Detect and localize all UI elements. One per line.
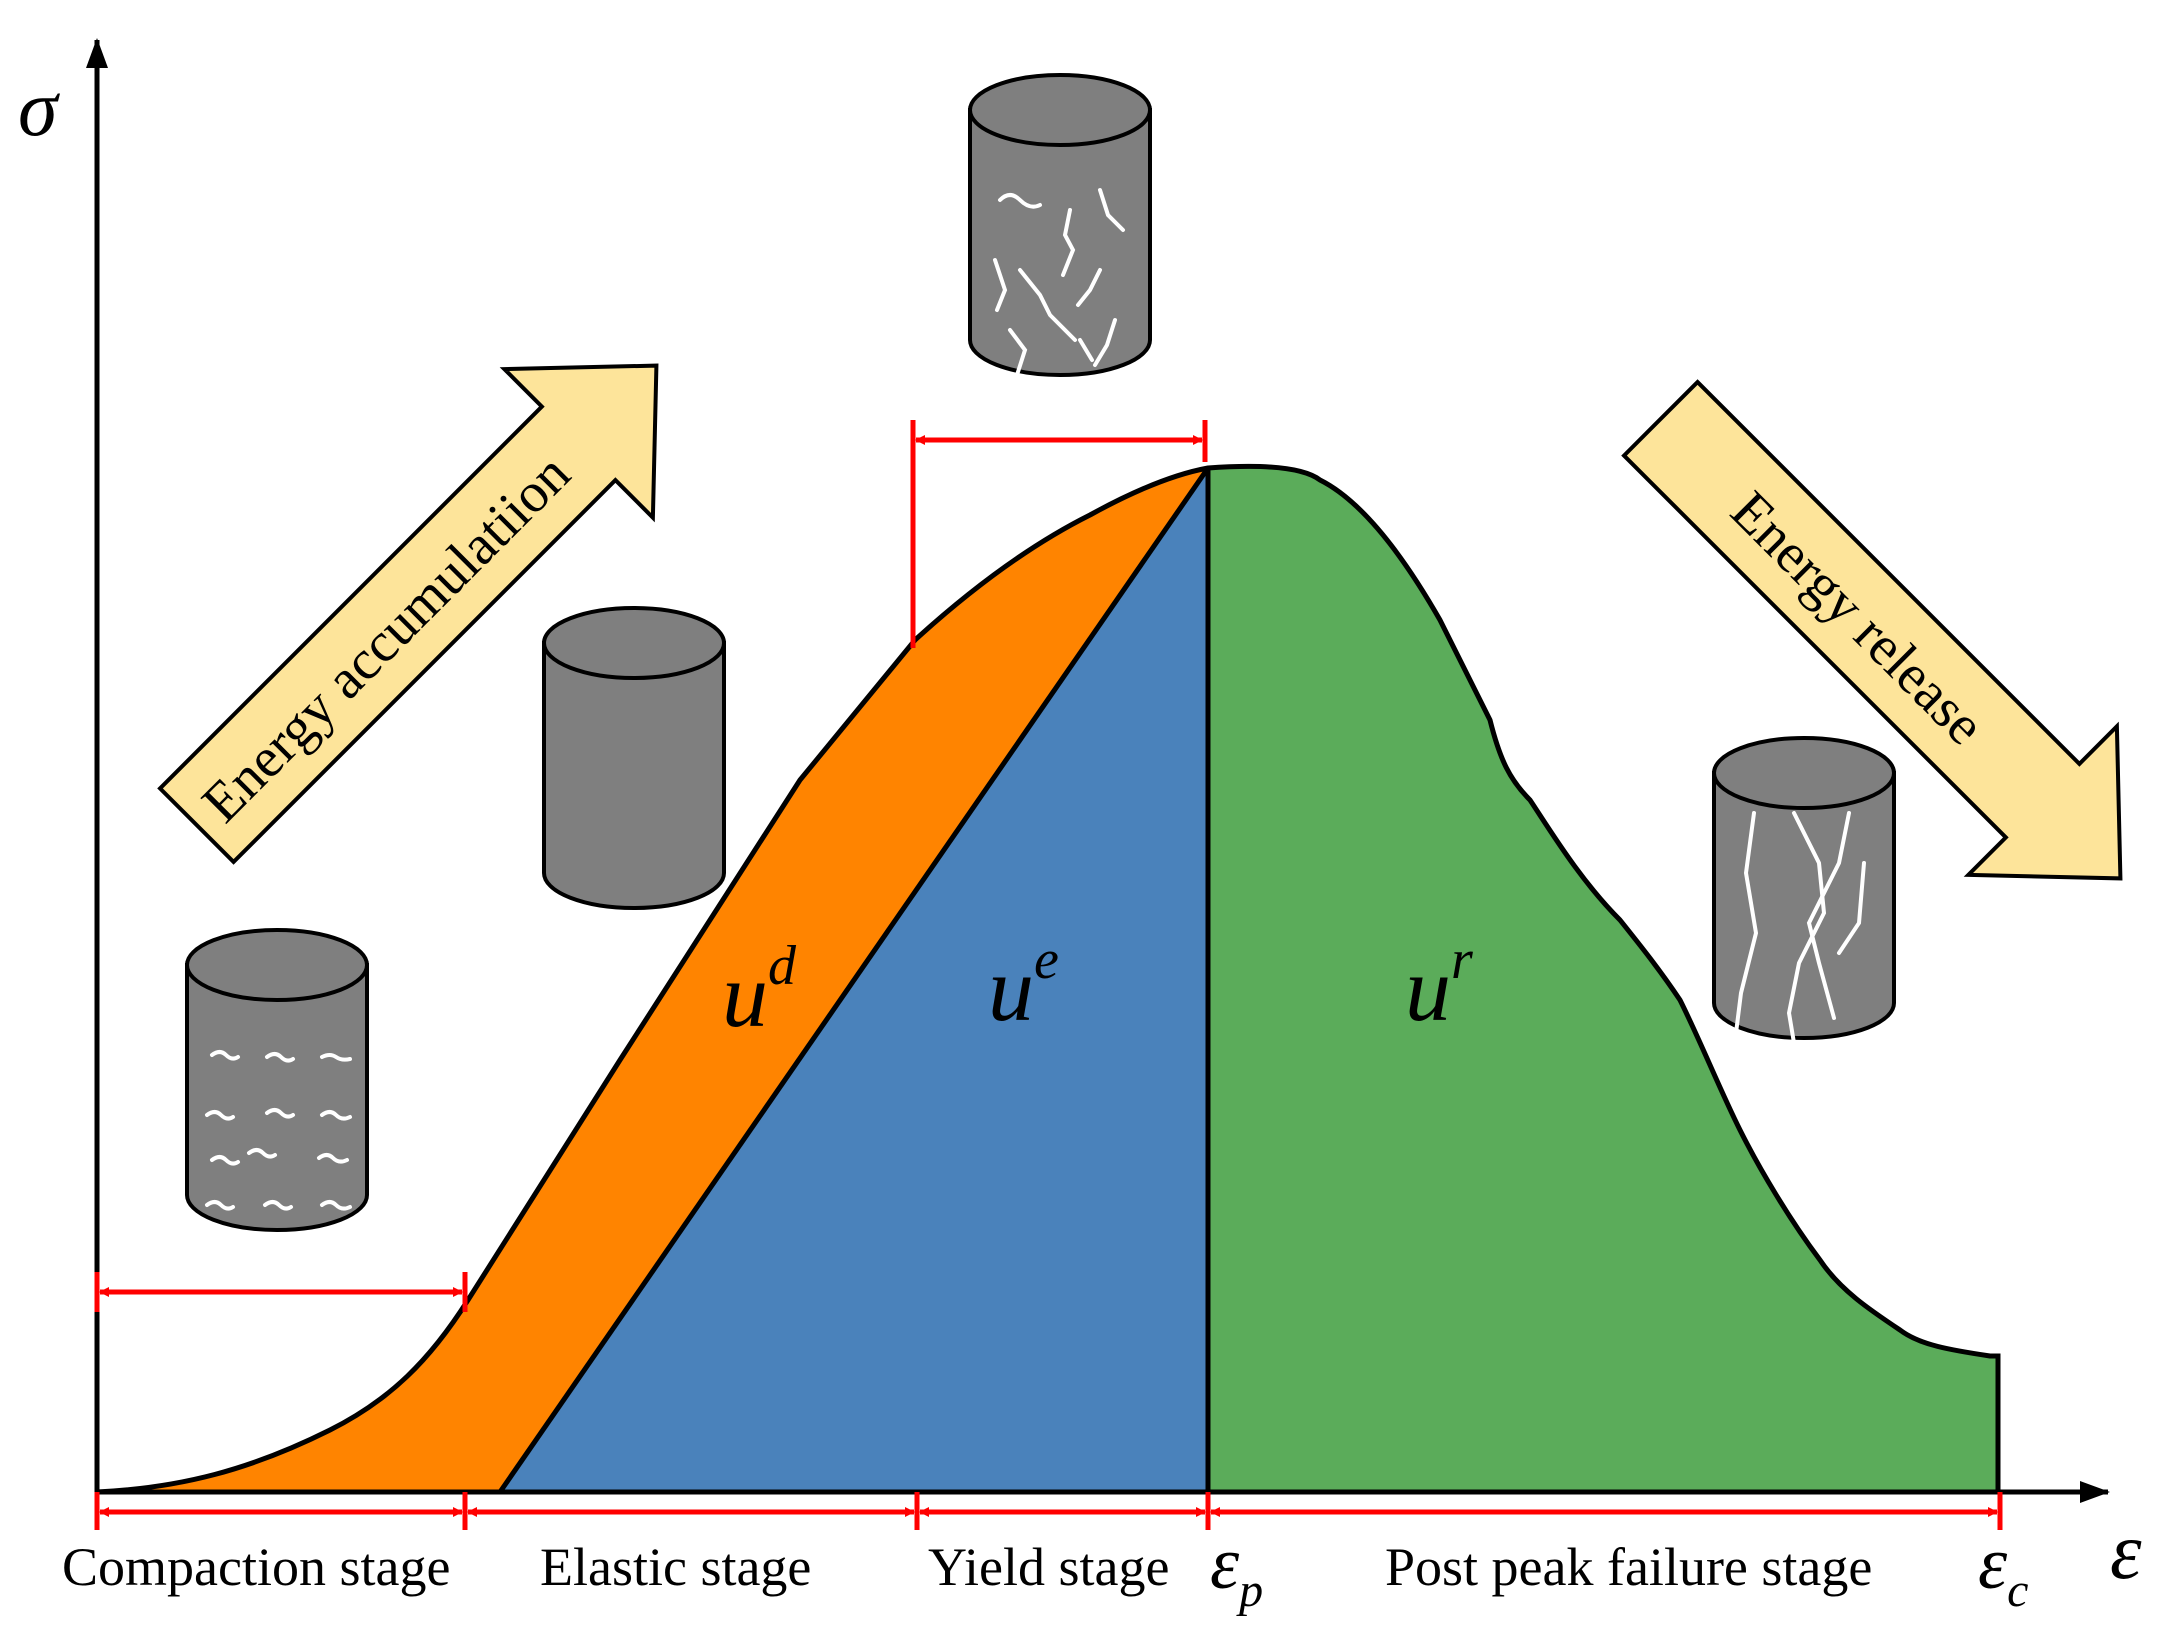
stage-label-compaction: Compaction stage: [62, 1537, 450, 1597]
specimen-compacted-icon: [185, 928, 369, 1232]
stage-dimension-lines: [94, 420, 2003, 1530]
stage-label-elastic: Elastic stage: [540, 1537, 811, 1597]
y-axis-symbol: σ: [18, 65, 60, 153]
elastic-energy-label: ue: [988, 929, 1059, 1040]
specimen-failed-icon: [1712, 736, 1896, 1045]
stage-label-yield: Yield stage: [928, 1537, 1169, 1597]
x-axis-symbol: ε: [2110, 1508, 2142, 1596]
residual-energy-label: ur: [1405, 929, 1473, 1040]
energy-accumulation-label: Energy accumulatiion: [190, 443, 582, 835]
elastic-unloading-line: [497, 466, 1211, 1494]
specimen-yield-cracked-icon: [968, 73, 1152, 377]
dissipated-energy-label: ud: [722, 935, 797, 1046]
specimen-intact-icon: [542, 606, 726, 910]
stage-label-post-peak: Post peak failure stage: [1385, 1537, 1872, 1597]
stress-strain-curve: [96, 463, 2001, 1495]
energy-release-label: Energy release: [1719, 480, 1996, 757]
peak-strain-label: εp: [1210, 1523, 1263, 1617]
area-dissipated: [97, 468, 1208, 1492]
residual-strain-label: εc: [1978, 1523, 2028, 1617]
